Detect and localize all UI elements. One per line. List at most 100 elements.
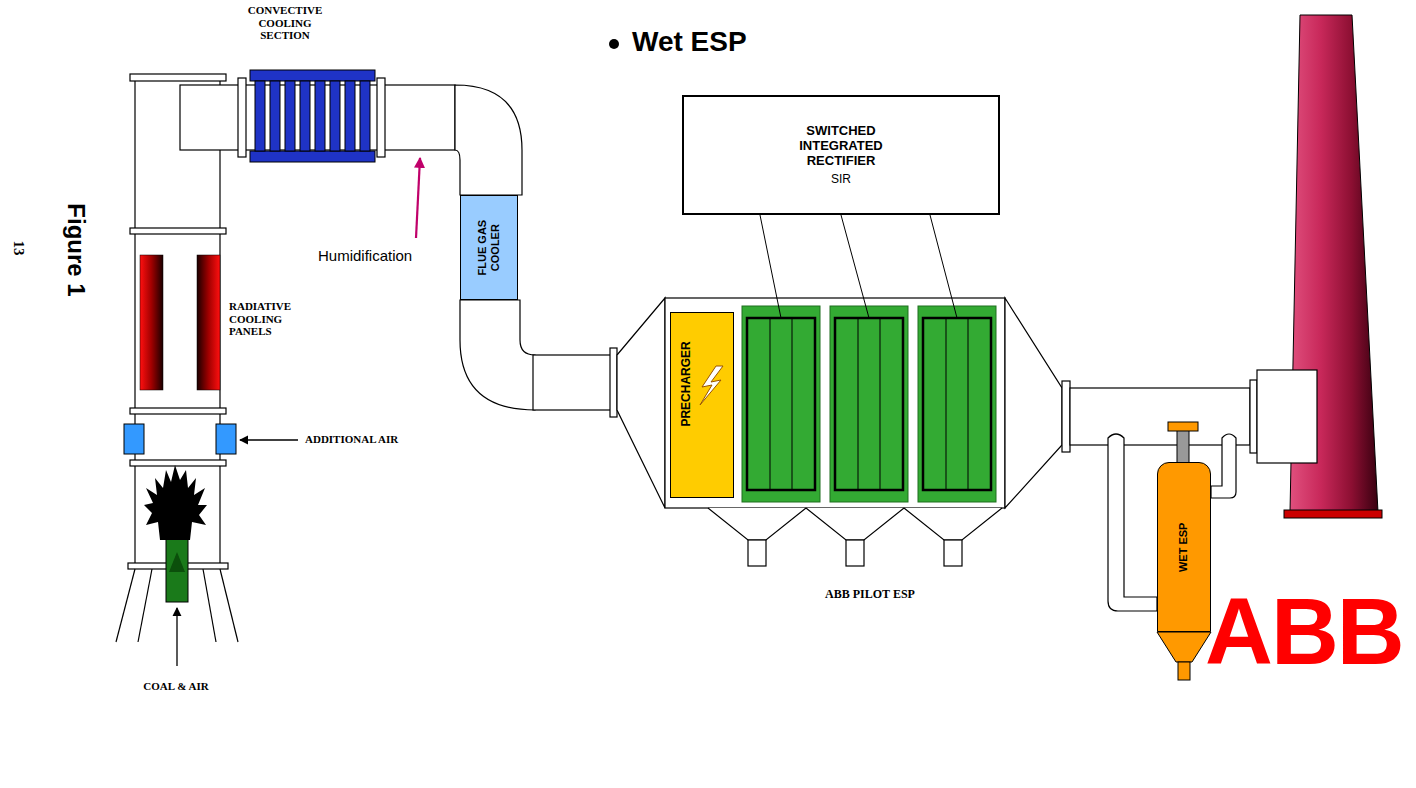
furnace [130,460,226,466]
wet-esp-vessel-part [1168,422,1198,431]
burner-stand [116,569,135,642]
stack [1284,510,1382,518]
air-arrow [240,439,298,440]
collecting-field [792,318,793,490]
part-label: CONVECTIVE COOLING SECTION [244,4,326,42]
duct [455,85,522,195]
duct [1062,381,1070,452]
duct [610,348,617,417]
feed-arrow [176,608,177,666]
wet-esp-vessel: WET ESP [1157,462,1211,632]
convective-cooler [285,81,295,151]
collecting-field [830,306,908,502]
wet-esp-vessel-part [1157,632,1211,662]
collecting-field [742,306,820,502]
convective-cooler [360,81,370,151]
hopper [904,508,1002,540]
burner-stand [203,569,216,642]
power-wire [841,215,869,318]
duct [1250,380,1257,453]
convective-cooler [255,81,265,151]
collecting-field [742,306,820,502]
burner [169,552,185,572]
collecting-field [747,318,815,490]
bullet-dot [609,39,619,49]
part-label: ABB PILOT ESP [825,588,915,602]
collecting-field [880,318,881,490]
furnace [130,408,226,414]
company-logo: ABB [1205,585,1403,679]
radiative-panel [140,255,163,390]
rectifier-box: SWITCHED INTEGRATED RECTIFIER SIR [682,95,1000,215]
power-wire [760,215,957,318]
box-sublabel: SIR [831,173,851,187]
part-label: RADIATIVE COOLING PANELS [229,300,301,338]
collecting-field [918,306,996,502]
convective-cooler [270,81,280,151]
box-label: SWITCHED INTEGRATED RECTIFIER [780,124,902,169]
convective-cooler [345,81,355,151]
collecting-field [918,306,996,502]
duct [238,78,246,157]
wet-esp-vessel-part [1177,428,1189,464]
duct [665,298,1005,508]
bypass-pipe [1108,434,1157,611]
process-label: Humidification [318,247,412,264]
duct [460,300,535,410]
duct [533,355,611,410]
collecting-field [835,318,903,490]
hopper [708,508,1002,566]
lightning-symbol [700,366,723,405]
duct [377,78,385,157]
collecting-field [923,318,991,490]
box-label: PRECHARGER [679,341,693,426]
radiative-panel [140,255,220,390]
box-label: WET ESP [1177,522,1190,572]
collecting-field [946,318,947,490]
burner-stand [220,569,238,642]
duct [1005,298,1062,508]
part-label: ADDITIONAL AIR [305,433,398,446]
furnace [130,74,226,81]
wet-esp-vessel-part [1157,422,1211,680]
figure-number: Figure 1 [62,203,90,296]
collecting-field [968,318,969,490]
air-port [124,424,144,454]
wet-esp-vessel-part [1178,662,1190,680]
convective-cooler [300,81,310,151]
cooler-box: FLUE GAS COOLER [460,195,518,300]
air-port [216,424,236,454]
furnace [135,80,220,567]
precharger-box: PRECHARGER [670,312,734,498]
convective-cooler [330,81,340,151]
page-number: 13 [9,241,26,256]
radiative-panel [197,255,220,390]
box-label: FLUE GAS COOLER [476,215,501,279]
convective-cooler [250,70,375,162]
slide-heading: Wet ESP [632,26,747,58]
hopper [806,508,904,540]
hopper [846,540,864,566]
duct [617,298,665,508]
hopper [944,540,962,566]
collecting-field [770,318,771,490]
flame [144,465,207,540]
convective-cooler [250,151,375,162]
burner-stand [138,569,152,642]
furnace [130,228,226,234]
convective-cooler [315,81,325,151]
convective-cooler [250,70,375,81]
air-port [124,424,236,454]
collecting-field [830,306,908,502]
collecting-field [858,318,859,490]
hopper [708,508,806,540]
duct [1257,370,1317,463]
humidification-arrow [416,158,420,238]
hopper [748,540,766,566]
power-wire [760,215,781,318]
part-label: COAL & AIR [143,680,208,693]
bypass-pipe [1211,434,1236,498]
power-wire [930,215,957,318]
duct [180,78,1317,508]
